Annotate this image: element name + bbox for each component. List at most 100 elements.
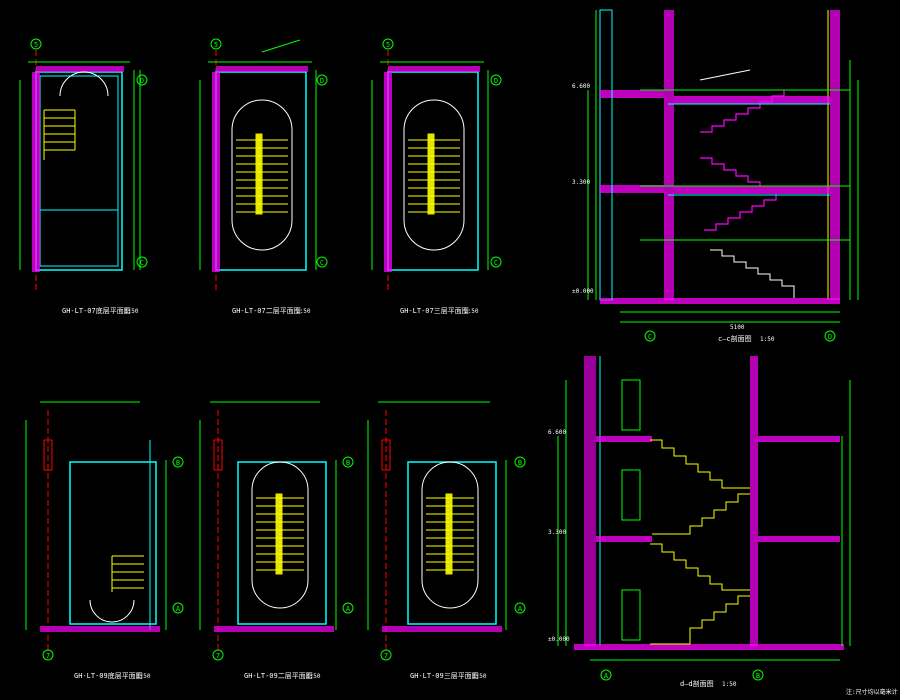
column xyxy=(43,439,53,471)
axis-bubble-bottom xyxy=(42,649,54,661)
axis-bubble-bottom xyxy=(212,649,224,661)
level-2: 6.600 xyxy=(548,429,566,436)
level-1: 3.300 xyxy=(548,529,566,536)
window-lower xyxy=(621,589,641,641)
top-wall xyxy=(388,66,480,72)
axis-label-top: 5 xyxy=(34,41,38,49)
stair-steps xyxy=(43,109,76,160)
axis-label-right-top: B xyxy=(346,459,350,467)
plan-scale: 1:50 xyxy=(306,673,321,680)
axis-bubble-right-bottom xyxy=(342,602,354,614)
plan-top-2: 5 D C GH-LT-07二层平面图 1:50 xyxy=(199,38,328,315)
axis-bubble-right-bottom xyxy=(316,256,328,268)
axis-label-top: 5 xyxy=(214,41,218,49)
section-scale: 1:50 xyxy=(760,336,775,343)
stair-steps xyxy=(111,555,144,592)
axis-label-top: 5 xyxy=(386,41,390,49)
plan-scale: 1:50 xyxy=(464,308,479,315)
plan-bottom-2: B A 7 GH-LT-09二层平面图 1:50 xyxy=(199,401,354,680)
right-wall xyxy=(830,10,840,300)
window-middle xyxy=(621,469,641,521)
axis-bubble-right-top xyxy=(514,456,526,468)
door-swing xyxy=(59,71,109,97)
axis-bubble-right-top xyxy=(490,74,502,86)
plan-scale: 1:50 xyxy=(296,308,311,315)
stair-flights xyxy=(650,439,750,645)
bottom-wall xyxy=(40,626,160,632)
axis-label-right-top: D xyxy=(140,77,144,85)
left-wall xyxy=(212,72,220,272)
axis-bubble-right-top xyxy=(172,456,184,468)
bottom-wall xyxy=(382,626,502,632)
dim-lines xyxy=(587,10,859,323)
column xyxy=(213,439,223,471)
axis-label-left: C xyxy=(648,333,652,341)
footer-note: 注:尺寸均以毫米计 xyxy=(846,688,898,696)
axis-bubble-right-bottom xyxy=(514,602,526,614)
plan-title: GH-LT-07三层平面图 xyxy=(400,307,469,315)
axis-bubble-right xyxy=(752,669,764,681)
axis-label-right-bottom: C xyxy=(140,259,144,267)
section-scale: 1:50 xyxy=(722,681,737,688)
axis-label-right-top: D xyxy=(320,77,324,85)
axis-bubble-right-top xyxy=(342,456,354,468)
axis-bubble-top xyxy=(210,38,222,50)
total-dim: 5100 xyxy=(730,324,745,331)
section-top: ±0.000 3.300 6.600 5100 C D c—c剖面图 1:50 xyxy=(572,9,859,343)
column xyxy=(381,439,391,471)
axis-bubble-top xyxy=(382,38,394,50)
stair-handrail-loop xyxy=(403,99,465,251)
stair-flights xyxy=(700,90,785,231)
level-bottom: ±0.000 xyxy=(572,288,594,295)
axis-bubble-left xyxy=(644,330,656,342)
axis-bubble-right-bottom xyxy=(490,256,502,268)
level-bottom: ±0.000 xyxy=(548,636,570,643)
floor-slabs xyxy=(574,436,844,650)
axis-label-left: A xyxy=(604,672,609,680)
stair-lower-flight xyxy=(710,249,795,298)
stair-steps xyxy=(426,493,474,575)
level-1: 3.300 xyxy=(572,179,590,186)
dim-lines xyxy=(199,401,337,630)
axis-bubble-bottom xyxy=(380,649,392,661)
axis-bubble-right xyxy=(824,330,836,342)
top-wall xyxy=(216,66,308,72)
plan-title: GH-LT-07二层平面图 xyxy=(232,307,301,315)
core-wall xyxy=(750,356,758,646)
plan-title: GH-LT-07底层平面图 xyxy=(62,306,131,315)
left-wall xyxy=(384,72,392,272)
axis-label-right-bottom: C xyxy=(320,259,324,267)
axis-label-right-top: B xyxy=(518,459,522,467)
axis-label-bottom: 7 xyxy=(46,652,50,660)
plan-scale: 1:50 xyxy=(472,673,487,680)
axis-label-right-bottom: A xyxy=(176,605,181,613)
axis-label-bottom: 7 xyxy=(216,652,220,660)
bottom-wall xyxy=(214,626,334,632)
axis-label-right-top: D xyxy=(494,77,498,85)
left-wall xyxy=(32,72,40,272)
dim-lines xyxy=(19,61,141,270)
stair-steps xyxy=(256,493,304,575)
axis-label-right-bottom: A xyxy=(518,605,523,613)
section-title: c—c剖面图 xyxy=(718,334,752,343)
left-wall xyxy=(584,356,596,646)
section-bottom: ±0.000 3.300 6.600 A B d—d剖面图 1:50 xyxy=(548,356,851,688)
window-upper xyxy=(621,379,641,431)
plan-scale: 1:50 xyxy=(124,308,139,315)
door-swing xyxy=(89,599,135,623)
stair-outline xyxy=(69,461,157,625)
section-title: d—d剖面图 xyxy=(680,679,714,688)
dim-lines xyxy=(367,401,507,630)
axis-bubble-right-top xyxy=(316,74,328,86)
stair-handrail-loop xyxy=(251,461,309,609)
axis-bubble-right-bottom xyxy=(136,256,148,268)
plan-top-1: 5 D C GH-LT-07底层平面图 1:50 xyxy=(19,38,148,315)
axis-bubble-top xyxy=(30,38,42,50)
plan-title: GH-LT-09底层平面图 xyxy=(74,671,143,680)
stair-handrail-loop xyxy=(231,99,293,251)
axis-label-right: D xyxy=(828,333,832,341)
dim-lines xyxy=(371,61,489,270)
leader xyxy=(699,69,751,81)
level-2: 6.600 xyxy=(572,83,590,90)
